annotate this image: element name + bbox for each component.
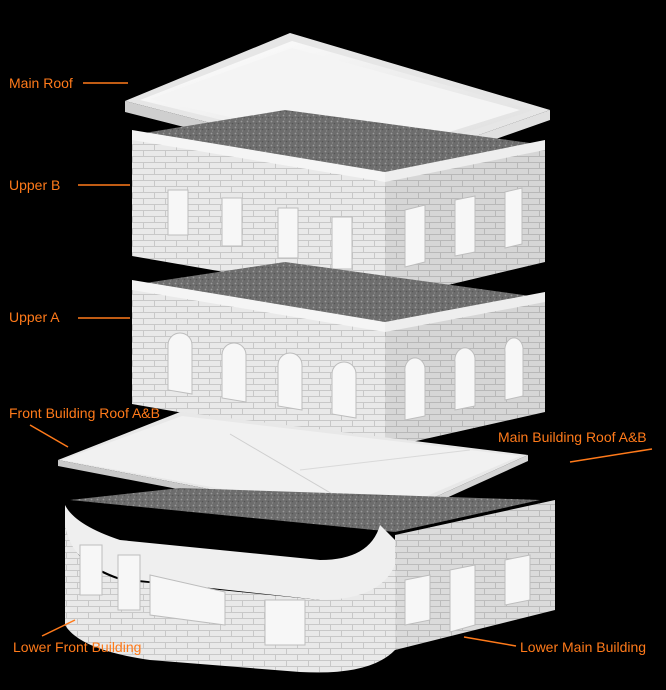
label-main-building-roof: Main Building Roof A&B bbox=[498, 429, 647, 445]
leader-front-building-roof bbox=[29, 424, 69, 448]
label-lower-front-building: Lower Front Building bbox=[13, 639, 142, 655]
label-lower-main-building: Lower Main Building bbox=[520, 639, 647, 655]
leader-lower-front-building bbox=[41, 619, 76, 637]
label-front-building-roof: Front Building Roof A&B bbox=[9, 405, 160, 421]
leader-lower-main-building bbox=[463, 636, 517, 647]
leader-main-building-roof bbox=[569, 448, 653, 463]
leader-lines bbox=[29, 82, 653, 647]
label-upper-b: Upper B bbox=[9, 177, 61, 193]
lower-building-piece bbox=[65, 488, 555, 673]
label-main-roof: Main Roof bbox=[9, 75, 73, 91]
label-upper-a: Upper A bbox=[9, 309, 60, 325]
upper-a-piece bbox=[132, 262, 545, 448]
upper-b-piece bbox=[132, 110, 545, 300]
